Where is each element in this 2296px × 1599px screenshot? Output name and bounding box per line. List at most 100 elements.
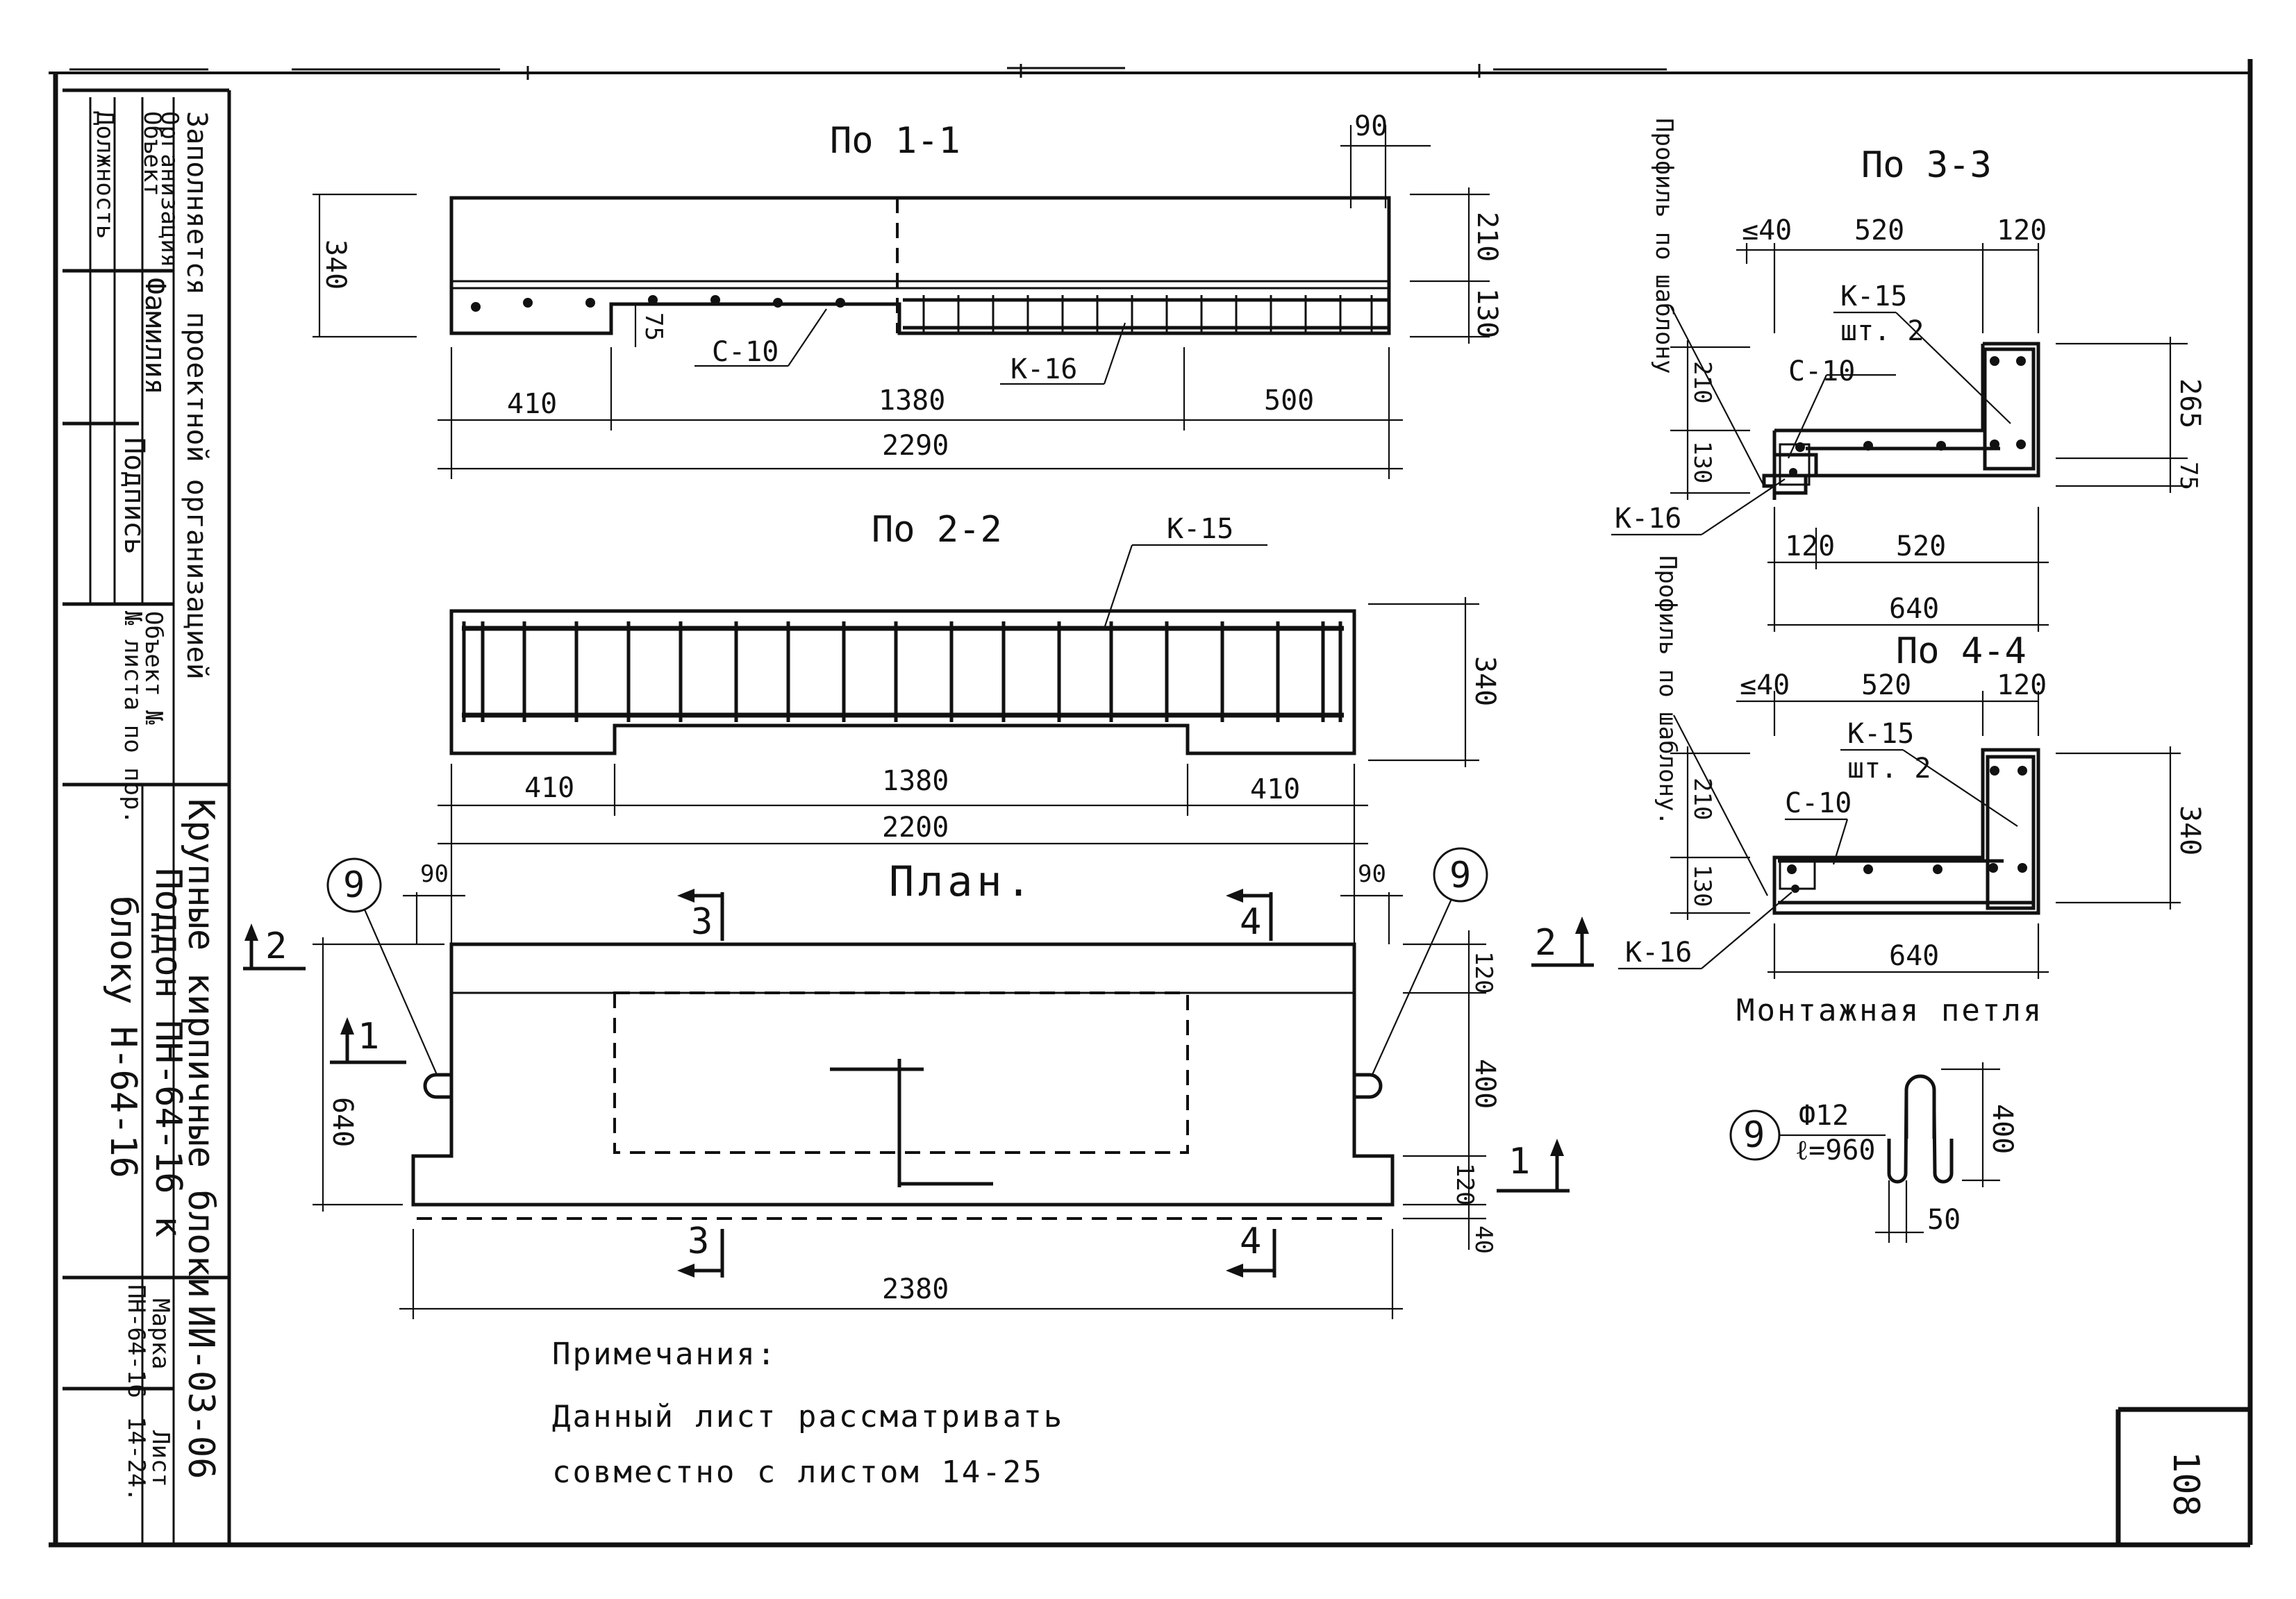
plan-dim-400: 400 — [1469, 1059, 1501, 1109]
sheet-number: 108 — [2165, 1451, 2206, 1516]
plan-title: План. — [889, 857, 1035, 906]
s33-dim-120-bottom: 120 — [1785, 530, 1835, 562]
section-1-1: По 1-1 — [313, 110, 1503, 479]
sheet-label: Лист — [147, 1430, 174, 1487]
loop-left-icon — [423, 1073, 451, 1099]
profile-note-2: Профиль по шаблону. — [1654, 555, 1681, 826]
mounting-loop: Монтажная петля 9 Ф12 ℓ=960 400 50 — [1729, 993, 2043, 1243]
s33-dim-120-top: 120 — [1997, 215, 2047, 246]
cut-3-top-label: 3 — [691, 901, 713, 943]
notes-line-1: Данный лист рассматривать — [552, 1399, 1064, 1434]
filled-by-label: Заполняется проектной организацией — [181, 111, 213, 680]
section-4-4: По 4-4 Профиль по шаблону. ≤40 520 120 К… — [1618, 555, 2206, 979]
plan-dim-120-bottom: 120 — [1451, 1163, 1479, 1205]
cut-1-left-label: 1 — [358, 1016, 379, 1057]
s22-dim-340: 340 — [1469, 656, 1501, 706]
s11-dim-75: 75 — [640, 312, 667, 341]
s44-k15-frame — [1986, 755, 2036, 910]
cut-1-right: 1 — [1497, 1139, 1570, 1193]
series-title: Крупные кирпичные блоки — [180, 798, 222, 1298]
surname-label: Фамилия — [139, 278, 171, 395]
section-2-2-title: По 2-2 — [872, 509, 1002, 551]
s22-dim-2200: 2200 — [882, 812, 949, 844]
organization-label: Организация — [156, 111, 183, 267]
s44-k15-qty: шт. 2 — [1847, 753, 1931, 785]
s33-dim-210: 210 — [1688, 361, 1716, 403]
s33-dim-520-top: 520 — [1854, 215, 1904, 246]
section-2-2: По 2-2 К-15 — [438, 509, 1501, 854]
s22-dim-410-left: 410 — [524, 772, 574, 804]
cut-3-bottom: 3 — [677, 1221, 724, 1278]
s22-dim-1380: 1380 — [882, 765, 949, 797]
mark-label: Марка — [147, 1298, 174, 1369]
loop-dim-50: 50 — [1927, 1204, 1961, 1236]
plan-dim-120-top: 120 — [1470, 951, 1497, 994]
k16-stirrups-1-1 — [922, 295, 1373, 332]
cut-2-left: 2 — [243, 923, 306, 971]
cut-1-left: 1 — [330, 1016, 406, 1064]
profile-note-1: Профиль по шаблону — [1650, 118, 1678, 374]
s11-c10-label: С-10 — [712, 336, 779, 368]
object-no-label: Объект № — [140, 611, 167, 725]
s11-dim-130: 130 — [1471, 288, 1503, 338]
s11-dim-2290: 2290 — [882, 430, 949, 462]
mark-value: ПН-64-16 — [122, 1284, 150, 1398]
s33-k15-frame — [1983, 347, 2036, 471]
object-label: Объект — [138, 111, 166, 196]
plan-loop-callout-left — [326, 857, 382, 913]
sheet-order-label: № листа по пор. — [119, 611, 147, 824]
plan-view: План. 9 9 90 90 2 2 — [243, 847, 1594, 1319]
s44-dim-640: 640 — [1889, 940, 1939, 972]
plan-dim-90-right: 90 — [1358, 860, 1386, 888]
c10-bars-1-1 — [471, 295, 845, 312]
signature-label: Подпись — [118, 437, 150, 555]
plan-dim-2380: 2380 — [882, 1273, 949, 1305]
s33-c10-label: С-10 — [1788, 355, 1855, 387]
cut-3-bottom-label: 3 — [688, 1221, 709, 1262]
mounting-loop-title: Монтажная петля — [1736, 993, 2043, 1028]
cut-1-right-label: 1 — [1508, 1141, 1530, 1182]
s11-dim-1380: 1380 — [879, 385, 945, 417]
s22-dim-410-right: 410 — [1250, 773, 1300, 805]
sheet-value: 14-24. — [122, 1416, 150, 1502]
s44-k15-label: К-15 — [1847, 718, 1914, 750]
s11-dim-410: 410 — [507, 388, 557, 420]
loop-dim-400: 400 — [1986, 1104, 2018, 1154]
s44-bars — [1787, 766, 2027, 893]
s33-dim-640: 640 — [1889, 593, 1939, 625]
notes: Примечания: Данный лист рассматривать со… — [552, 1337, 1064, 1490]
s11-dim-340: 340 — [319, 240, 351, 290]
cut-3-top: 3 — [677, 889, 724, 943]
sheet-frame — [49, 59, 2253, 1548]
plan-dim-640: 640 — [326, 1097, 358, 1147]
cut-4-bottom: 4 — [1226, 1221, 1276, 1278]
cut-2-right-label: 2 — [1535, 922, 1556, 964]
s33-k16-label: К-16 — [1615, 503, 1681, 535]
s11-k16-label: К-16 — [1010, 353, 1077, 385]
s33-k15-label: К-15 — [1840, 281, 1907, 312]
notes-line-2: совместно с листом 14-25 — [552, 1455, 1044, 1490]
position-label: Должность — [91, 111, 119, 239]
doc-code: ИИ-03-06 — [180, 1305, 222, 1479]
s44-dim-520: 520 — [1861, 669, 1911, 701]
loop-length: ℓ=960 — [1795, 1135, 1876, 1166]
s11-dim-500: 500 — [1264, 385, 1314, 417]
s11-dim-90: 90 — [1354, 110, 1388, 142]
cut-2-left-label: 2 — [265, 926, 287, 967]
plan-loop-mark-right: 9 — [1449, 855, 1471, 896]
cut-4-top-label: 4 — [1240, 901, 1261, 943]
s33-dim-130: 130 — [1688, 441, 1716, 483]
plan-loop-callout-right — [1433, 847, 1488, 903]
section-3-3-title: По 3-3 — [1861, 144, 1992, 186]
loop-hook-icon — [1904, 1074, 1936, 1139]
s11-dim-210: 210 — [1471, 212, 1503, 262]
plan-dim-90-left: 90 — [420, 860, 449, 888]
product-title-2: блоку Н-64-16 — [102, 896, 144, 1178]
s22-k15-label: К-15 — [1167, 513, 1233, 545]
s44-dim-210: 210 — [1688, 778, 1716, 820]
title-block: Заполняется проектной организацией Орган… — [63, 88, 229, 1545]
plan-loop-mark-left: 9 — [343, 864, 365, 906]
plan-dim-40: 40 — [1470, 1225, 1497, 1254]
s44-dim-130: 130 — [1688, 864, 1716, 907]
